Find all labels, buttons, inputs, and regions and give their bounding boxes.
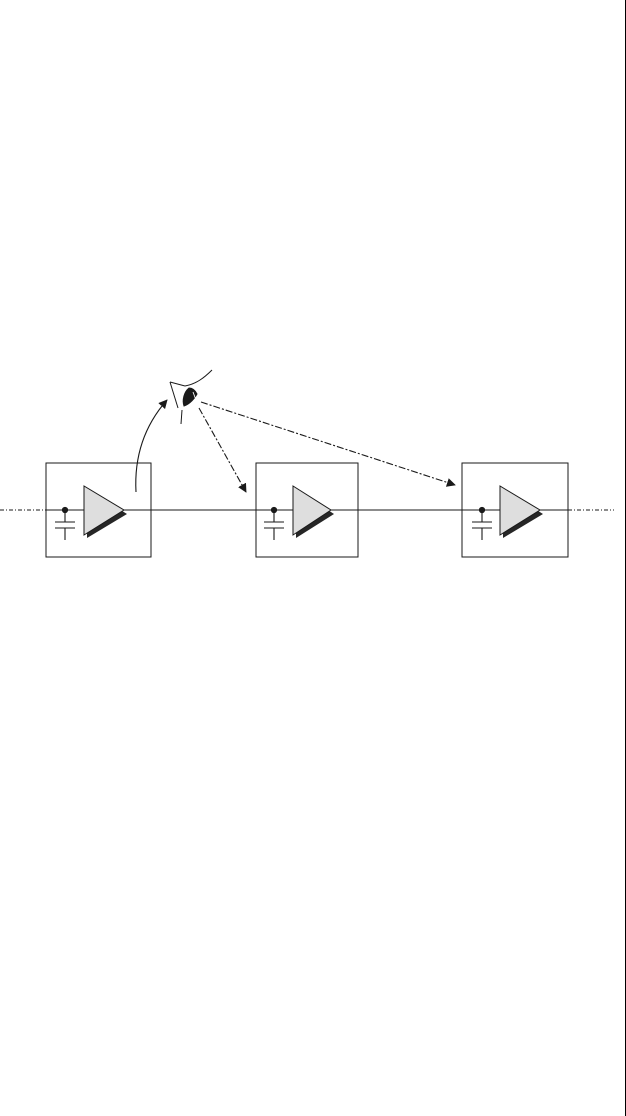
amplifier-triangle-icon (500, 486, 543, 538)
capacitor-icon (472, 507, 492, 540)
eye-icon (170, 370, 212, 424)
capacitor-icon (55, 507, 75, 540)
capacitor-icon (264, 507, 284, 540)
amplifier-triangle-icon (84, 486, 127, 538)
arrow-eye-to-stage3 (201, 402, 455, 485)
amplifier-triangle-icon (293, 486, 334, 538)
arrow-eye-to-stage2 (199, 408, 246, 492)
